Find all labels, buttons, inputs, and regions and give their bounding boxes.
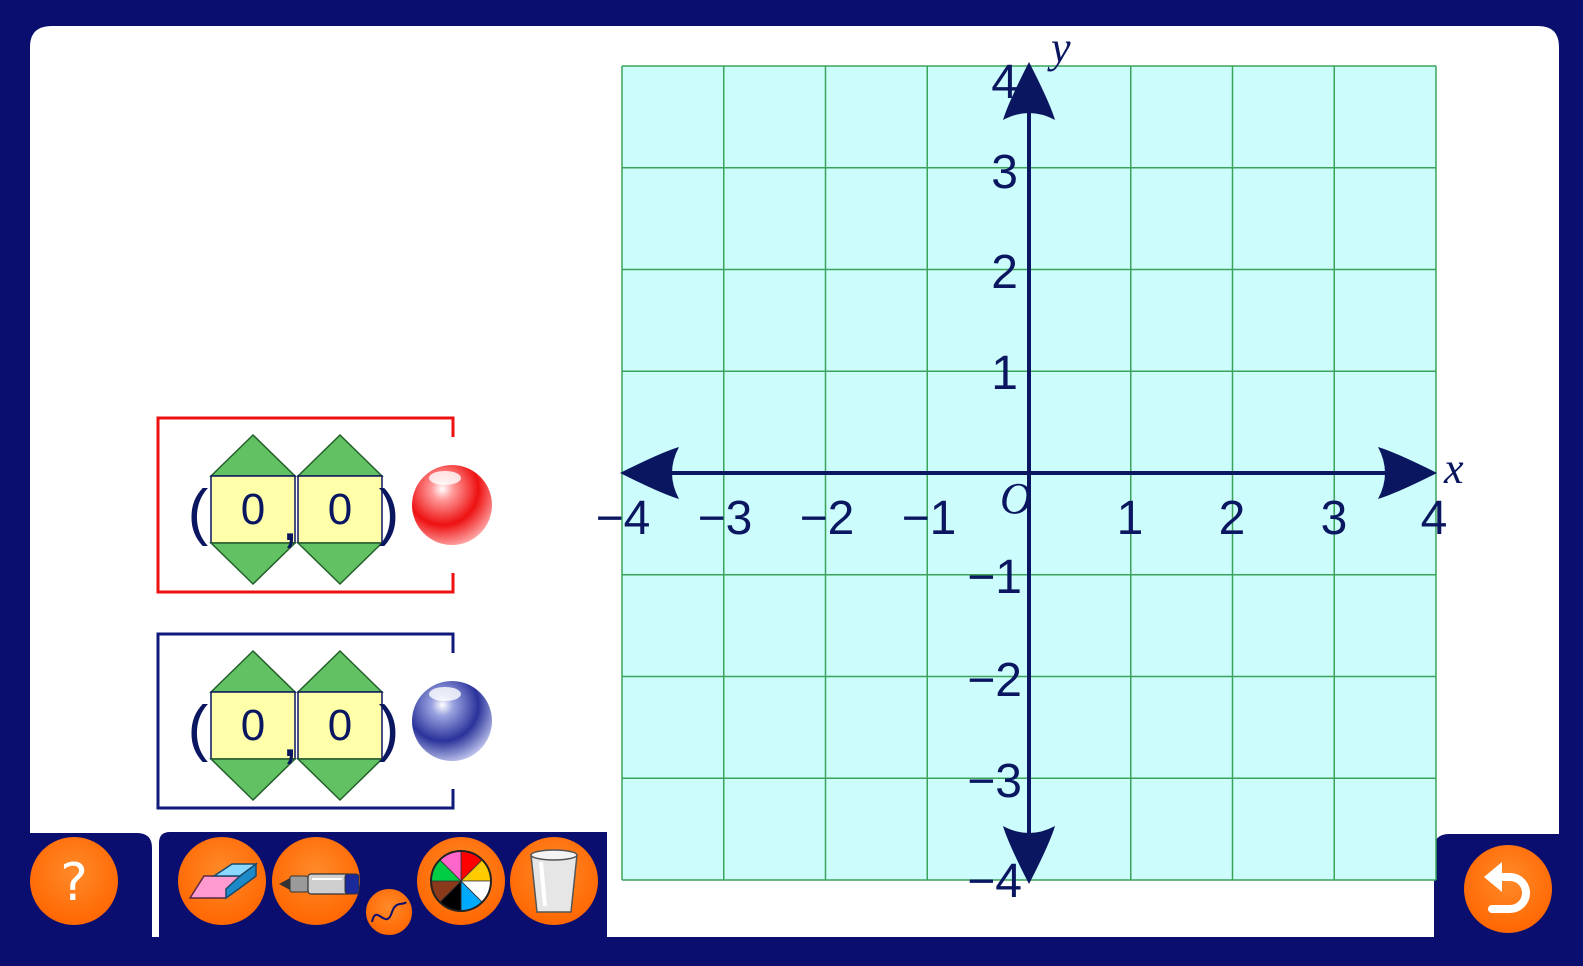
y-tick-label: −1 (967, 551, 1022, 604)
y-tick-label: 1 (991, 347, 1018, 400)
y-axis-arrow-down (1003, 826, 1055, 884)
red-ball-shine (429, 471, 461, 485)
y-tick-label: 4 (991, 56, 1018, 109)
x-tick-label: 1 (1117, 492, 1144, 545)
pen-icon (279, 873, 360, 895)
comma: , (281, 485, 298, 554)
y-value-box[interactable] (297, 475, 383, 544)
bin-button[interactable] (508, 835, 600, 927)
open-paren: ( (188, 694, 209, 763)
y-tick-labels: 1 2 3 4 −1 −2 −3 −4 (967, 56, 1022, 908)
comma: , (281, 701, 298, 770)
x-tick-label: 2 (1219, 492, 1246, 545)
red-point-marker[interactable] (412, 465, 492, 545)
y-axis-arrow-up (1003, 62, 1055, 120)
y-tick-label: −2 (967, 654, 1022, 707)
open-paren: ( (188, 478, 209, 547)
coordinate-grid[interactable]: −4 −3 −2 −1 1 2 3 4 1 2 3 4 −1 −2 −3 −4 O x y (596, 23, 1464, 908)
x-tick-labels: −4 −3 −2 −1 1 2 3 4 (596, 492, 1448, 545)
y-value: 0 (328, 485, 352, 534)
y-tick-label: −3 (967, 755, 1022, 808)
x-stepper-blue[interactable]: 0 (209, 649, 297, 802)
close-paren: ) (379, 478, 400, 547)
x-tick-label: 4 (1421, 492, 1448, 545)
blue-panel-border (156, 632, 455, 810)
pen-button[interactable] (270, 835, 362, 927)
color-button[interactable] (415, 835, 507, 927)
blue-point-panel: ( 0 , 0 ) (156, 632, 492, 810)
color-wheel-icon (430, 850, 492, 912)
y-tick-label: 3 (991, 146, 1018, 199)
blue-point-marker[interactable] (412, 681, 492, 761)
decrement-x-button[interactable] (209, 758, 297, 802)
undo-icon (1484, 862, 1530, 913)
y-tick-label: 2 (991, 246, 1018, 299)
x-value: 0 (241, 701, 265, 750)
y-stepper-red[interactable]: 0 (296, 433, 384, 586)
x-stepper-red[interactable]: 0 (209, 433, 297, 586)
close-paren: ) (379, 694, 400, 763)
red-point-panel: ( 0 , 0 ) (156, 416, 492, 594)
decrement-x-button[interactable] (209, 542, 297, 586)
x-value-box[interactable] (210, 475, 296, 544)
origin-label: O (1000, 474, 1032, 523)
help-label: ? (60, 853, 88, 913)
eraser-icon (188, 862, 259, 900)
x-tick-label: 3 (1321, 492, 1348, 545)
x-value-box[interactable] (210, 691, 296, 760)
decrement-y-button[interactable] (296, 758, 384, 802)
y-axis-label: y (1047, 23, 1071, 72)
y-value: 0 (328, 701, 352, 750)
x-tick-label: −2 (800, 492, 855, 545)
y-tick-label: −4 (967, 855, 1022, 908)
decrement-y-button[interactable] (296, 542, 384, 586)
x-value: 0 (241, 485, 265, 534)
axes (620, 62, 1437, 884)
x-tick-label: −3 (698, 492, 753, 545)
x-tick-label: −4 (596, 492, 651, 545)
freehand-icon (371, 901, 407, 923)
red-panel-border (156, 416, 455, 594)
x-axis-arrow-left (620, 447, 679, 499)
y-stepper-blue[interactable]: 0 (296, 649, 384, 802)
y-value-box[interactable] (297, 691, 383, 760)
bin-icon (530, 849, 578, 913)
x-axis-label: x (1443, 444, 1464, 493)
x-tick-label: −1 (902, 492, 957, 545)
help-button[interactable]: ? (28, 835, 120, 927)
blue-ball-shine (429, 687, 461, 701)
undo-button[interactable] (1462, 843, 1554, 935)
freehand-button[interactable] (364, 887, 414, 937)
eraser-button[interactable] (176, 835, 268, 927)
x-axis-arrow-right (1378, 447, 1437, 499)
